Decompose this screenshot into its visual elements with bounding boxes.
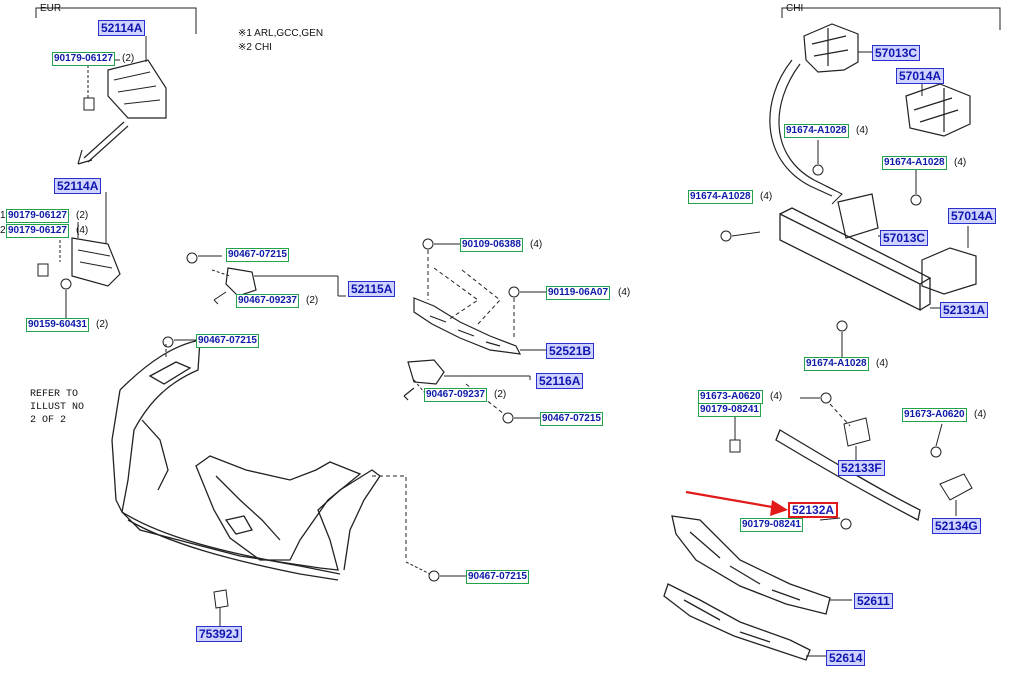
qty-91674-A1028-a: (4) [856, 125, 869, 136]
part-label-52132A-highlighted[interactable]: 52132A [788, 502, 839, 518]
license-bracket-part [83, 59, 167, 119]
part-label-90109-06388[interactable]: 90109-06388 [460, 238, 523, 252]
qty-90119-06A07: (4) [618, 287, 631, 298]
part-label-90179-08241-a[interactable]: 90179-08241 [698, 403, 761, 417]
energy-absorber [671, 515, 831, 615]
part-label-91674-A1028-c[interactable]: 91674-A1028 [688, 190, 753, 204]
part-label-90467-09237-a[interactable]: 90467-09237 [236, 294, 299, 308]
part-label-52133F[interactable]: 52133F [838, 460, 885, 476]
part-label-57014A-mid[interactable]: 57014A [948, 208, 997, 224]
direction-arrow [77, 121, 129, 165]
qty-90179-06127-m2: (4) [76, 225, 89, 236]
part-label-90119-06A07[interactable]: 90119-06A07 [546, 286, 611, 300]
part-label-91674-A1028-a[interactable]: 91674-A1028 [784, 124, 849, 138]
part-label-91673-A0620-b[interactable]: 91673-A0620 [902, 408, 967, 422]
part-label-91674-A1028-b[interactable]: 91674-A1028 [882, 156, 947, 170]
part-label-52614[interactable]: 52614 [826, 650, 866, 666]
qty-90467-09237-a: (2) [306, 295, 319, 306]
highlight-arrow [685, 490, 788, 516]
note-region-1: ※1 ARL,GCC,GEN [238, 28, 324, 39]
part-label-90179-06127-top[interactable]: 90179-06127 [52, 52, 115, 66]
direction-arrow-curve [769, 59, 843, 205]
eur-section-bracket [35, 7, 197, 34]
bumper-support-bracket [413, 297, 522, 355]
lower-air-dam [663, 583, 811, 661]
refer-line-3: 2 OF 2 [30, 415, 67, 426]
impact-absorber-bracket-left [803, 23, 859, 73]
front-bumper-cover [111, 339, 381, 581]
side-retainer-bracket [403, 359, 445, 401]
chi-section-label: CHI [786, 3, 804, 14]
part-label-52116A[interactable]: 52116A [536, 373, 584, 389]
part-label-90467-07215-c[interactable]: 90467-07215 [466, 570, 529, 584]
qty-91674-A1028-d: (4) [876, 358, 889, 369]
qty-90159-60431: (2) [96, 319, 109, 330]
part-label-52114A-top[interactable]: 52114A [98, 20, 146, 36]
marker-2: 2 [0, 225, 6, 236]
qty-90467-09237-b: (2) [494, 389, 507, 400]
part-label-91674-A1028-d[interactable]: 91674-A1028 [804, 357, 869, 371]
eur-section-label: EUR [40, 3, 62, 14]
part-label-52131A[interactable]: 52131A [940, 302, 989, 318]
part-label-90179-06127-m2[interactable]: 90179-06127 [6, 224, 69, 238]
refer-line-1: REFER TO [30, 389, 79, 400]
note-region-2: ※2 CHI [238, 42, 272, 53]
part-label-57014A-top[interactable]: 57014A [896, 68, 945, 84]
part-label-52115A[interactable]: 52115A [348, 281, 396, 297]
qty-91674-A1028-b: (4) [954, 157, 967, 168]
qty-91674-A1028-c: (4) [760, 191, 773, 202]
chi-section-bracket [781, 7, 1001, 30]
lower-reinforcement-bar [775, 429, 921, 521]
qty-91673-A0620-a: (4) [770, 391, 783, 402]
refer-line-2: ILLUST NO [30, 402, 85, 413]
part-label-52521B[interactable]: 52521B [546, 343, 595, 359]
license-bracket-part-detail [37, 237, 121, 287]
part-label-91673-A0620-a[interactable]: 91673-A0620 [698, 390, 763, 404]
part-label-90467-07215-d[interactable]: 90467-07215 [540, 412, 603, 426]
marker-1: 1 [0, 210, 6, 221]
part-label-52611[interactable]: 52611 [854, 593, 893, 609]
part-label-57013C-top[interactable]: 57013C [872, 45, 921, 61]
qty-90179-06127-m1: (2) [76, 210, 89, 221]
part-label-90179-06127-m1[interactable]: 90179-06127 [6, 209, 69, 223]
part-label-90467-09237-b[interactable]: 90467-09237 [424, 388, 487, 402]
part-label-52114A-mid[interactable]: 52114A [54, 178, 102, 194]
part-label-75392J[interactable]: 75392J [196, 626, 243, 642]
impact-absorber-bracket-right [905, 83, 971, 137]
part-label-52134G[interactable]: 52134G [932, 518, 981, 534]
qty-90109-06388: (4) [530, 239, 543, 250]
part-label-57013C-mid[interactable]: 57013C [880, 230, 929, 246]
bumper-reinforcement-beam [779, 207, 932, 312]
part-label-90179-08241-b[interactable]: 90179-08241 [740, 518, 803, 532]
part-label-90467-07215-a[interactable]: 90467-07215 [226, 248, 289, 262]
part-label-90159-60431[interactable]: 90159-60431 [26, 318, 89, 332]
qty-90179-06127-top: (2) [122, 53, 135, 64]
qty-91673-A0620-b: (4) [974, 409, 987, 420]
part-label-90467-07215-b[interactable]: 90467-07215 [196, 334, 259, 348]
